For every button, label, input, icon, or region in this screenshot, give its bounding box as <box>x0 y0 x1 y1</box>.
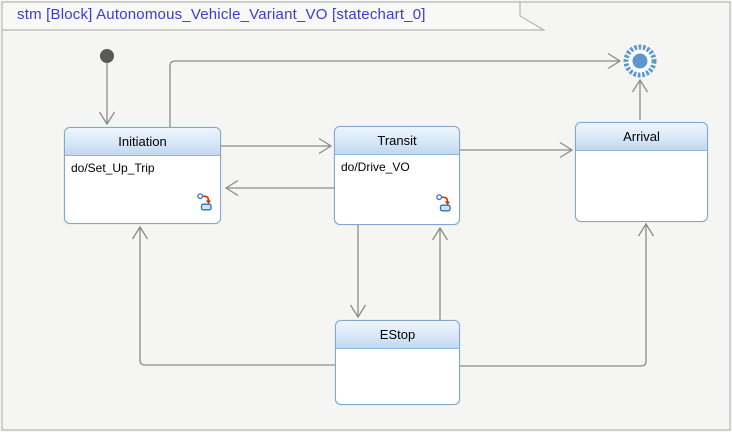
initial-state-icon[interactable] <box>100 49 114 63</box>
composite-state-icon <box>197 193 212 211</box>
state-transit-name: Transit <box>335 127 459 155</box>
state-estop[interactable]: EStop <box>335 320 460 405</box>
state-initiation-name: Initiation <box>65 128 220 156</box>
state-transit-body: do/Drive_VO <box>335 155 459 224</box>
transition-estop-to-initiation[interactable] <box>131 225 336 366</box>
diagram-title: stm [Block] Autonomous_Vehicle_Variant_V… <box>17 6 426 23</box>
transition-initiation-to-final[interactable] <box>169 52 622 127</box>
state-arrival[interactable]: Arrival <box>575 122 708 222</box>
state-estop-body <box>336 349 459 404</box>
state-arrival-name: Arrival <box>576 123 707 151</box>
state-transit[interactable]: Transit do/Drive_VO <box>334 126 460 225</box>
state-initiation[interactable]: Initiation do/Set_Up_Trip <box>64 127 221 224</box>
state-arrival-body <box>576 151 707 221</box>
state-transit-activity: do/Drive_VO <box>341 160 410 174</box>
transition-estop-to-arrival[interactable] <box>460 222 655 367</box>
state-initiation-body: do/Set_Up_Trip <box>65 156 220 223</box>
final-state-icon[interactable] <box>623 44 657 78</box>
diagram-frame-tab[interactable] <box>1 1 546 31</box>
state-estop-name: EStop <box>336 321 459 349</box>
state-initiation-activity: do/Set_Up_Trip <box>71 161 155 175</box>
final-state-dot <box>632 53 648 69</box>
composite-state-icon <box>436 194 451 212</box>
